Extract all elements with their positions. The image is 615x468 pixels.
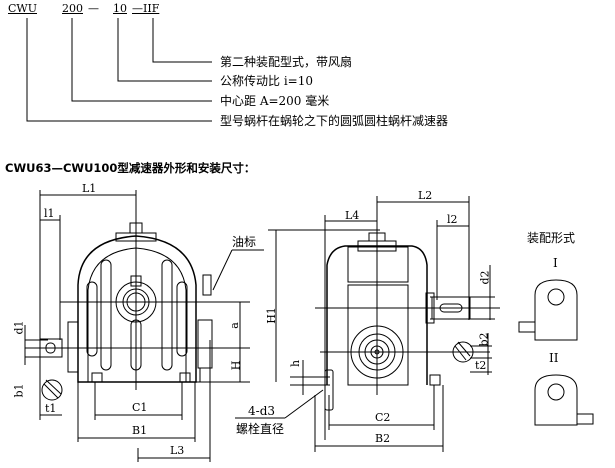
dim-b1: b1 <box>12 383 26 398</box>
assembly-form-2 <box>534 374 594 426</box>
dim-t1: t1 <box>45 402 57 415</box>
code-series: CWU <box>8 2 37 15</box>
oil-gauge-label: 油标 <box>232 235 257 249</box>
dim-H: H <box>229 360 243 371</box>
dim-H1: H1 <box>264 307 278 324</box>
assembly-form-1 <box>518 279 578 341</box>
dim-b2: b2 <box>477 332 491 347</box>
dim-L3: L3 <box>170 444 185 457</box>
dim-L4: L4 <box>345 209 360 222</box>
left-view-reducer <box>24 190 380 462</box>
code-ratio: 10 <box>113 2 127 15</box>
dim-C2: C2 <box>375 411 391 424</box>
explanation-assembly: 第二种装配型式，带风扇 <box>220 55 353 69</box>
dim-l1: l1 <box>44 207 55 220</box>
dim-B2: B2 <box>375 432 391 445</box>
dim-l2: l2 <box>447 213 458 226</box>
explanation-center-distance: 中心距 A=200 毫米 <box>220 94 330 108</box>
dim-C1: C1 <box>132 401 148 414</box>
section-title: CWU63—CWU100型减速器外形和安装尺寸： <box>5 161 256 175</box>
dim-d1: d1 <box>12 320 26 335</box>
dim-L2: L2 <box>418 189 433 202</box>
code-leaders <box>26 18 212 122</box>
code-center-distance: 200 <box>62 2 83 15</box>
bolts-label: 4-d3 <box>248 404 276 418</box>
dim-d2: d2 <box>478 270 492 285</box>
right-view-reducer <box>290 196 500 452</box>
bolts-desc-label: 螺栓直径 <box>236 422 285 436</box>
assembly-form-2-label: II <box>549 351 559 365</box>
dim-t2: t2 <box>475 359 487 372</box>
explanation-type: 型号蜗杆在蜗轮之下的圆弧圆柱蜗杆减速器 <box>220 114 449 128</box>
dim-B1: B1 <box>132 424 148 437</box>
code-separator: — <box>88 2 99 15</box>
dim-h: h <box>289 359 303 368</box>
dim-L1: L1 <box>82 182 97 195</box>
dim-a: a <box>227 322 241 329</box>
assembly-forms-title: 装配形式 <box>527 231 576 245</box>
code-assembly: —IIF <box>132 2 160 15</box>
assembly-form-1-label: I <box>553 256 558 270</box>
explanation-ratio: 公称传动比 i=10 <box>220 74 313 88</box>
